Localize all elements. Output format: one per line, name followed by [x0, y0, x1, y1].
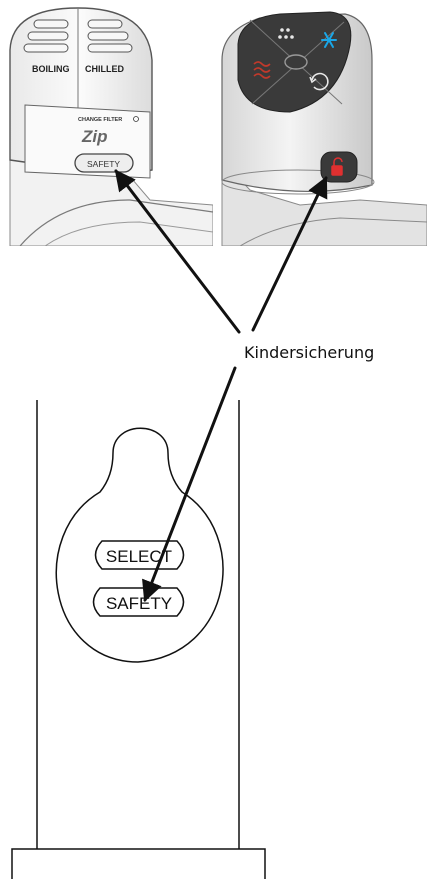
- button-housing: [55, 427, 224, 663]
- left-safety-button-label: SAFETY: [87, 159, 120, 169]
- safety-button[interactable]: SAFETY: [92, 587, 185, 617]
- arrow-to-left-safety: [114, 169, 241, 334]
- heat-waves-icon[interactable]: [253, 61, 271, 79]
- refresh-icon[interactable]: [309, 72, 329, 91]
- right-tap-photo: [215, 0, 427, 246]
- brand-logo: Zip: [81, 127, 108, 146]
- arrow-to-right-lock: [251, 176, 328, 332]
- chilled-label: CHILLED: [85, 64, 124, 74]
- callout-arrows: [114, 169, 328, 602]
- snowflake-icon[interactable]: [321, 32, 337, 48]
- callout-label: Kindersicherung: [244, 343, 374, 362]
- select-button-label: SELECT: [106, 547, 172, 566]
- unlock-icon: [331, 157, 343, 176]
- left-safety-button[interactable]: [74, 153, 134, 173]
- base-block: [11, 848, 266, 879]
- left-tap-photo: BOILING CHILLED CHANGE FILTER Zip SAFETY: [0, 0, 213, 246]
- arrow-to-bottom-safety: [142, 366, 237, 602]
- schematic-drawing: [11, 400, 266, 879]
- boiling-label: BOILING: [32, 64, 70, 74]
- select-button[interactable]: SELECT: [94, 540, 185, 570]
- change-filter-label: CHANGE FILTER: [78, 117, 122, 123]
- safety-button-label: SAFETY: [106, 594, 172, 613]
- filter-indicator-icon: [133, 116, 139, 122]
- dots-icon[interactable]: [278, 28, 294, 39]
- chilled-grille-icon: [87, 19, 133, 53]
- boiling-grille-icon: [23, 19, 69, 53]
